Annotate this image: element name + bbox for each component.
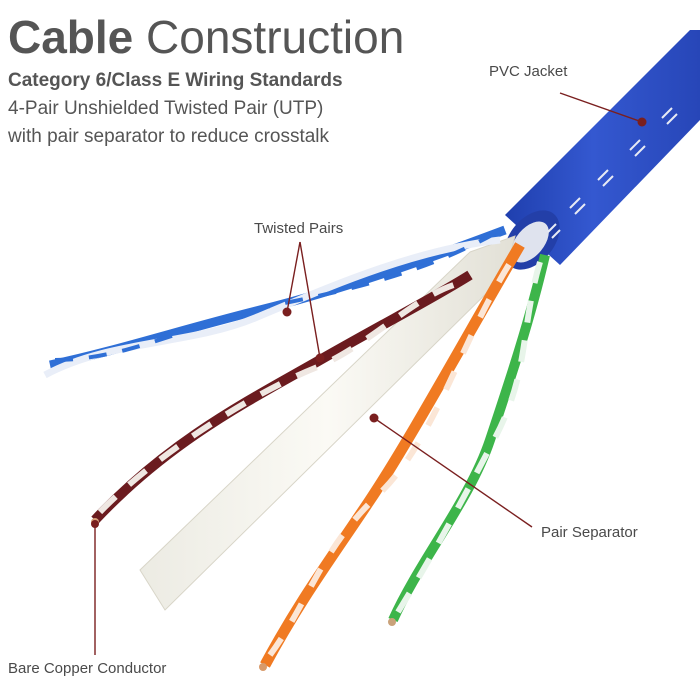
leader-pvc-jacket	[559, 92, 643, 123]
label-pvc-jacket: PVC Jacket	[489, 63, 568, 80]
page-title: Cable Construction	[8, 10, 404, 64]
description-line-1: 4-Pair Unshielded Twisted Pair (UTP)	[8, 98, 324, 119]
label-twisted-pairs: Twisted Pairs	[254, 220, 344, 237]
leader-dots	[91, 117, 647, 528]
leader-twisted-pair-b	[299, 241, 321, 359]
pair-separator	[139, 235, 516, 611]
jacket-print	[547, 107, 678, 239]
orange-twisted-pair	[259, 242, 525, 671]
leader-pair-separator	[373, 417, 533, 528]
title-light: Construction	[146, 11, 405, 63]
description-line-2: with pair separator to reduce crosstalk	[8, 126, 330, 147]
green-twisted-pair	[388, 253, 550, 626]
title-bold: Cable	[8, 11, 134, 63]
subtitle: Category 6/Class E Wiring Standards	[8, 70, 343, 91]
label-pair-separator: Pair Separator	[541, 524, 638, 541]
label-bare-copper-conductor: Bare Copper Conductor	[8, 660, 167, 677]
leader-twisted-pair-a	[286, 241, 301, 313]
blue-twisted-pair	[43, 224, 510, 379]
leader-lines	[94, 92, 643, 655]
